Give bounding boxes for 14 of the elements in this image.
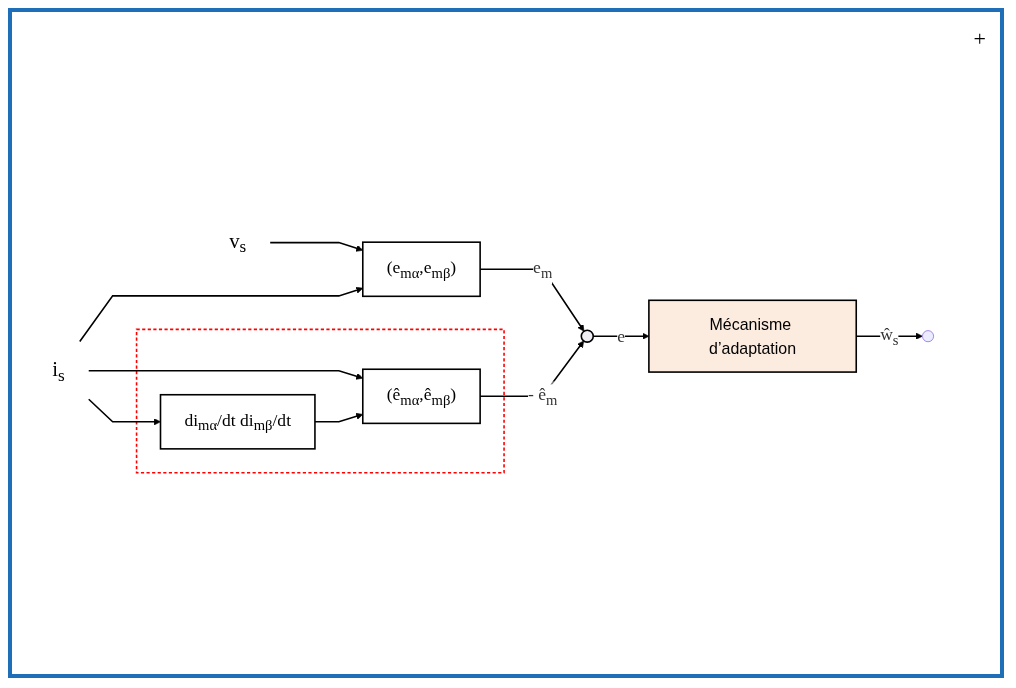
cluster: [135, 328, 505, 474]
edge-label: ŵ$_{s}$: [880, 324, 899, 348]
edge-label: - ê$_{m}$: [527, 384, 558, 408]
node-text: i$_{s}$: [52, 357, 65, 385]
node-box: Mécanisme d’adaptation: [648, 299, 858, 373]
node-box: di$_{mα}$/dt di$_{mβ}$/dt: [159, 393, 316, 450]
node-text: v$_{s}$: [229, 229, 247, 257]
node-box: (e$_{mα}$,e$_{mβ}$): [362, 241, 481, 298]
node-circle: [580, 329, 595, 343]
edge-label: e: [617, 326, 625, 347]
arrow: [87, 398, 161, 426]
edge-label: e$_{m}$: [533, 257, 553, 281]
sign-label: +: [973, 26, 986, 52]
node-box: (ê$_{mα}$,ê$_{mβ}$): [362, 368, 481, 425]
